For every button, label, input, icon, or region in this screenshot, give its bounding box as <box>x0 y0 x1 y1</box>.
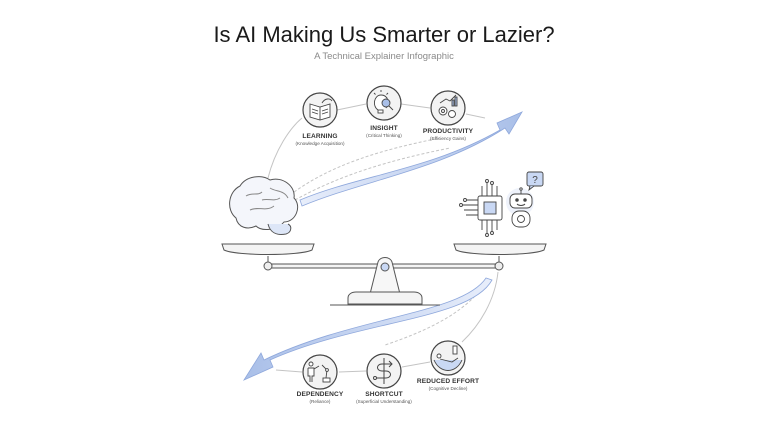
downward-arrow <box>242 277 493 381</box>
dependency-icon-circle <box>302 354 338 390</box>
page-subtitle: A Technical Explainer Infographic <box>314 51 454 62</box>
insight-icon-circle <box>366 85 402 121</box>
node-learning: LEARNING (Knowledge Acquisition) <box>265 133 375 146</box>
node-sublabel: (Reliance) <box>309 399 331 404</box>
node-dependency: DEPENDENCY (Reliance) <box>265 391 375 404</box>
node-sublabel: (Efficiency Gains) <box>430 136 466 141</box>
brain-icon <box>229 176 299 235</box>
node-sublabel: (Cognitive Decline) <box>428 386 468 391</box>
learning-icon-circle <box>302 92 338 128</box>
node-label: DEPENDENCY <box>296 391 344 398</box>
speech-bubble-icon: ? <box>526 171 544 192</box>
book-icon <box>309 98 333 121</box>
balance-scale <box>221 243 547 306</box>
node-label: REDUCED EFFORT <box>416 378 480 385</box>
node-sublabel: (Knowledge Acquisition) <box>295 141 345 146</box>
reduced-effort-icon-circle <box>430 340 466 376</box>
person-robot-arm-icon <box>307 361 331 383</box>
node-label: PRODUCTIVITY <box>422 128 474 135</box>
lightbulb-magnifier-icon <box>373 90 394 114</box>
shortcut-icon-circle <box>366 353 402 389</box>
gears-chart-icon <box>438 94 458 118</box>
node-productivity: PRODUCTIVITY (Efficiency Gains) <box>393 128 503 141</box>
upper-connector-lines <box>267 103 486 201</box>
node-reduced-effort: REDUCED EFFORT (Cognitive Decline) <box>393 378 503 391</box>
node-shortcut: SHORTCUT (Superficial Understanding) <box>329 391 439 404</box>
upward-arrow <box>299 111 523 207</box>
ai-chip-icon <box>459 179 503 237</box>
node-label: INSIGHT <box>370 125 398 132</box>
node-label: LEARNING <box>302 133 338 140</box>
svg-text:?: ? <box>532 175 538 186</box>
shortcut-path-icon <box>373 358 393 384</box>
productivity-icon-circle <box>430 90 466 126</box>
relaxing-person-icon <box>433 345 463 371</box>
node-insight: INSIGHT (Critical Thinking) <box>329 125 439 138</box>
robot-icon: ? <box>506 171 544 228</box>
node-sublabel: (Critical Thinking) <box>366 133 402 138</box>
node-label: SHORTCUT <box>365 391 403 398</box>
page-title: Is AI Making Us Smarter or Lazier? <box>213 22 555 47</box>
node-sublabel: (Superficial Understanding) <box>356 399 412 404</box>
